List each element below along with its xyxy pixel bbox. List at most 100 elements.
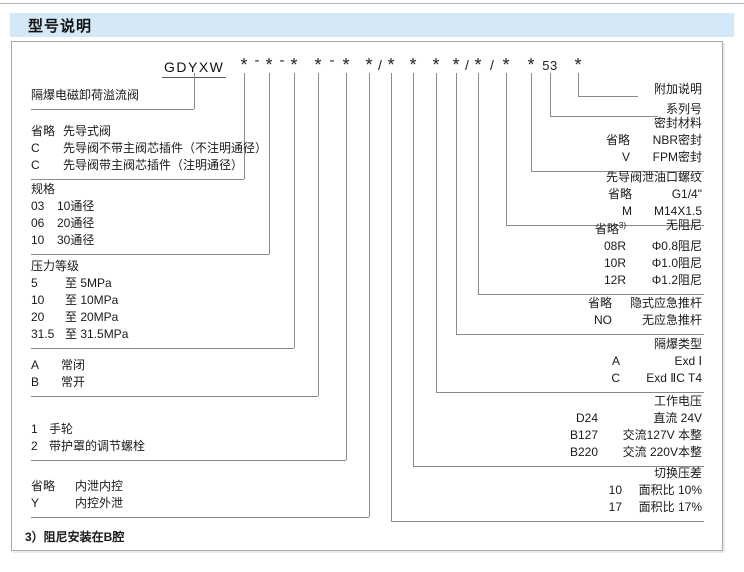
code-desc: Exd ⅡC T4	[646, 371, 702, 385]
connector-line	[318, 73, 319, 396]
code-value: 2	[31, 439, 38, 453]
code-value: 03	[31, 199, 45, 213]
code-desc: NBR密封	[652, 133, 702, 147]
model-code-token: *	[474, 55, 482, 75]
connector-line	[531, 171, 704, 172]
code-value: 省略3)	[594, 221, 626, 236]
code-value: A	[31, 358, 40, 372]
code-row: 1 手轮	[31, 421, 145, 438]
code-row: 20 至 20MPa	[31, 309, 128, 326]
code-desc: 手轮	[49, 422, 74, 436]
connector-line	[391, 73, 392, 521]
code-value: 17	[608, 500, 622, 514]
model-code-token: *	[314, 55, 322, 75]
code-value: 10	[31, 293, 45, 307]
group-explosion-proof-type: 隔爆类型 A Exd Ⅰ C Exd ⅡC T4	[611, 336, 702, 387]
code-row: C 先导阀带主阀芯插件（注明通径）	[31, 157, 267, 174]
code-row: 06 20通径	[31, 215, 94, 232]
code-row: C Exd ⅡC T4	[611, 370, 702, 387]
code-value: 12R	[603, 273, 626, 287]
code-value: C	[31, 141, 40, 155]
group-spec: 规格 03 10通径 06 20通径 10 30通径	[31, 181, 94, 249]
model-code-token: -	[329, 52, 335, 69]
connector-line	[31, 179, 244, 180]
code-desc: 面积比 17%	[638, 500, 702, 514]
connector-line	[413, 73, 414, 466]
code-row: 省略 隐式应急推杆	[588, 295, 702, 312]
code-value: NO	[594, 313, 612, 327]
code-value: 省略	[31, 124, 56, 138]
code-value: 06	[31, 216, 45, 230]
code-value: Y	[31, 496, 40, 510]
code-desc: 先导式阀	[63, 124, 112, 138]
group-pilot-valve: 省略 先导式阀 C 先导阀不带主阀芯插件（不注明通径） C 先导阀带主阀芯插件（…	[31, 123, 267, 174]
code-desc: 至 20MPa	[65, 310, 119, 324]
connector-line	[413, 466, 704, 467]
group-header: 规格	[31, 182, 56, 196]
code-row: 10 面积比 10%	[609, 482, 702, 499]
connector-line	[550, 73, 551, 116]
model-code-token: *	[574, 55, 582, 75]
code-desc: M14X1.5	[653, 204, 702, 218]
code-row: 省略3) 无阻尼	[595, 217, 702, 238]
connector-line	[31, 517, 369, 518]
code-desc: 常闭	[61, 358, 86, 372]
connector-line	[391, 521, 704, 522]
connector-line	[478, 73, 479, 294]
group-drain-port-thread: 先导阀泄油口螺纹 省略 G1/4" M M14X1.5	[606, 169, 702, 220]
connector-line	[369, 73, 370, 517]
connector-line	[294, 73, 295, 348]
model-code-token: *	[342, 55, 350, 75]
model-code-token: /	[378, 57, 382, 73]
connector-line	[31, 348, 294, 349]
model-code-token: -	[254, 52, 260, 69]
code-desc: Exd Ⅰ	[674, 354, 702, 368]
code-row: B220 交流 220V本整	[570, 444, 702, 461]
code-value: M	[622, 204, 632, 218]
group-pressure-grade: 压力等级 5 至 5MPa 10 至 10MPa 20 至 20MPa 31.5…	[31, 258, 128, 343]
code-row: C 先导阀不带主阀芯插件（不注明通径）	[31, 140, 267, 157]
connector-line	[31, 460, 346, 461]
code-row: 省略 G1/4"	[606, 186, 702, 203]
label-series-no: 系列号	[665, 102, 702, 116]
code-desc: 交流 220V本整	[622, 445, 702, 459]
connector-line	[506, 225, 704, 226]
model-code-token: *	[365, 55, 373, 75]
code-value: B127	[569, 428, 598, 442]
model-code-token: /	[465, 57, 469, 73]
code-row: 08R Φ0.8阻尼	[595, 238, 702, 255]
model-code-token: *	[502, 55, 510, 75]
connector-line	[346, 73, 347, 460]
code-value: 08R	[603, 239, 626, 253]
code-value: C	[31, 158, 40, 172]
code-desc: 至 10MPa	[65, 293, 119, 307]
code-row: B 常开	[31, 374, 85, 391]
group-header: 隔爆类型	[653, 337, 702, 351]
code-desc: 无应急推杆	[641, 313, 702, 327]
model-code-diagram: GDYXW * - * - * * - * * / * * * * / * / …	[11, 41, 723, 551]
group-header: 密封材料	[653, 116, 702, 130]
label-additional-note: 附加说明	[653, 82, 702, 96]
code-desc: 30通径	[57, 233, 95, 247]
connector-line	[269, 73, 270, 254]
code-row: 省略 内泄内控	[31, 478, 123, 495]
code-desc: Φ1.0阻尼	[651, 256, 702, 270]
connector-line	[478, 294, 704, 295]
code-row: B127 交流127V 本整	[570, 427, 702, 444]
code-desc: 至 31.5MPa	[65, 327, 129, 341]
connector-line	[578, 96, 638, 97]
connector-line	[531, 73, 532, 171]
code-desc: 内控外泄	[75, 496, 124, 510]
connector-line	[31, 254, 269, 255]
code-row: A 常闭	[31, 357, 85, 374]
code-desc: 先导阀不带主阀芯插件（不注明通径）	[63, 141, 268, 155]
group-header: 压力等级	[31, 259, 80, 273]
group-damping: 省略3) 无阻尼 08R Φ0.8阻尼 10R Φ1.0阻尼 12R Φ1.2阻…	[595, 217, 702, 289]
model-code-token: *	[387, 55, 395, 75]
code-value: 1	[31, 422, 38, 436]
code-row: M M14X1.5	[606, 203, 702, 220]
code-desc: 先导阀带主阀芯插件（注明通径）	[63, 158, 244, 172]
code-desc: 10通径	[57, 199, 95, 213]
code-row: 10 30通径	[31, 232, 94, 249]
connector-line	[436, 73, 437, 392]
